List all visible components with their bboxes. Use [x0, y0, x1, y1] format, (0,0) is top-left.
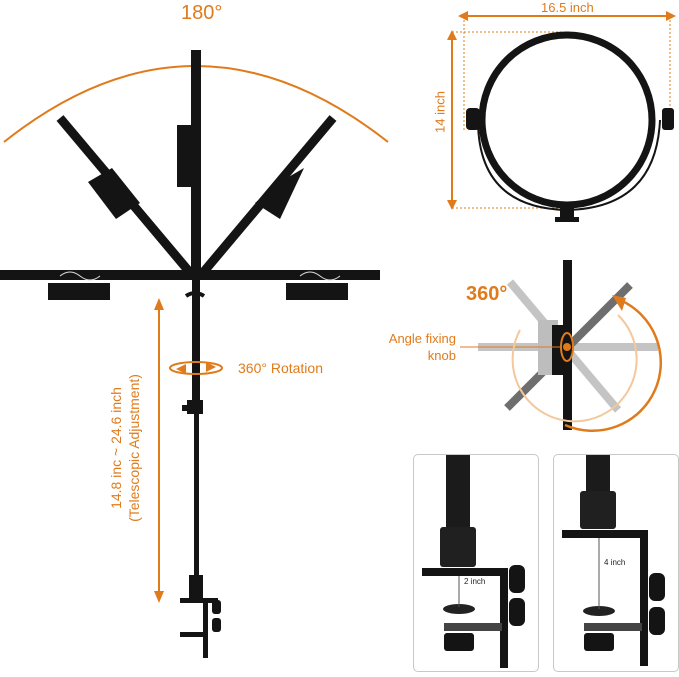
knob-label: Angle fixing knob: [372, 330, 456, 364]
light-panel-tilted-right: [197, 115, 337, 278]
height-arrow-icon: [447, 30, 570, 210]
double-arrow-icon: [154, 298, 164, 603]
rotation-angle-label: 360°: [466, 283, 508, 305]
light-panel-vertical: [177, 50, 201, 275]
width-arrow-icon: [458, 11, 676, 130]
width-label: 16.5 inch: [541, 0, 594, 15]
clamp-opening-label: 2 inch: [464, 577, 486, 586]
rotation-arc-arrow-icon: [564, 295, 663, 433]
clamp-panel-4inch: 4 inch: [553, 454, 679, 672]
rotation-label: 360° Rotation: [238, 360, 323, 376]
telescopic-pole: [180, 280, 221, 658]
clamp-opening-label: 4 inch: [604, 558, 626, 567]
knob-label-line2: knob: [427, 348, 456, 363]
light-panel-tilted-left: [56, 115, 196, 278]
tilt-angle-label: 180°: [181, 2, 223, 24]
clamp-panel-2inch: 2 inch: [413, 454, 539, 672]
rotation-arrow-icon: [169, 361, 223, 375]
knob-label-line1: Angle fixing: [388, 331, 456, 346]
round-light-panel: [466, 31, 674, 222]
